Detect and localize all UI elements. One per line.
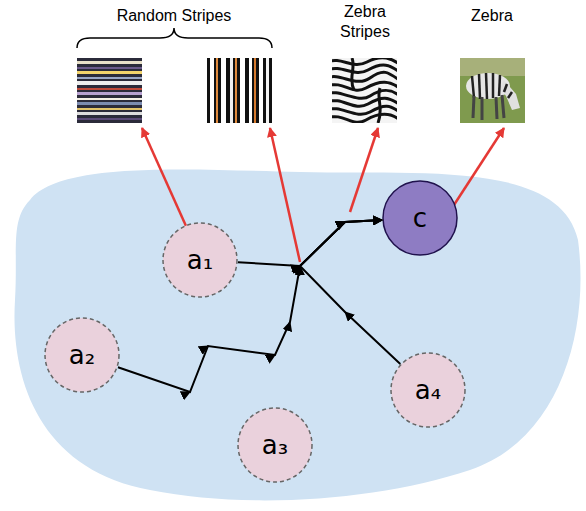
random-stripes-image-part (77, 71, 142, 74)
circle-shape (163, 223, 237, 297)
node-text-box: a₃ (237, 407, 313, 483)
random-stripes-image-part (77, 118, 142, 120)
zebra-stripes-image-part-part (378, 88, 380, 123)
activation-circle: a₃ (237, 407, 313, 483)
node-label: a₃ (262, 432, 288, 458)
vertical-stripes-image-part (216, 58, 218, 123)
red-arrow (452, 128, 504, 208)
zebra-stripes-image-part-part (332, 114, 397, 122)
zebra-photo (460, 58, 525, 123)
node-text-box: a₂ (44, 317, 120, 393)
activation-circle: a₂ (44, 317, 120, 393)
zebra-photo-part (473, 95, 504, 120)
zebra-photo-part-part (499, 75, 500, 96)
zebra-photo-part-part (508, 92, 512, 98)
flow-arrow (238, 220, 382, 266)
random-stripes-image-part (77, 77, 142, 79)
node-text-box: a₁ (162, 222, 238, 298)
random-stripes-image-part (77, 61, 142, 64)
concept-space-blob (14, 169, 580, 500)
curly-brace (77, 28, 272, 48)
node-label: a₂ (69, 342, 95, 368)
flow-arrow (118, 220, 382, 392)
circle-shape (238, 408, 312, 482)
zebra-photo-part-part (479, 74, 480, 99)
random-stripes-image (77, 58, 142, 123)
circle-shape (391, 353, 465, 427)
node-label: a₄ (415, 377, 441, 403)
zebra-photo-part-part (504, 84, 507, 92)
zebra-photo-part-part (472, 76, 474, 98)
vertical-stripes-image-part (249, 58, 252, 123)
image-caption: Random Stripes (104, 6, 244, 26)
node-label: c (413, 205, 427, 231)
zebra-photo-part-part (492, 73, 495, 98)
node-label: a₁ (187, 247, 213, 273)
zebra-photo-part (472, 73, 512, 99)
red-arrow (350, 128, 378, 212)
zebra-stripes-image-part-part (332, 72, 397, 82)
random-stripes-image-part (77, 102, 142, 105)
node-text-box: c (382, 180, 458, 256)
zebra-photo-part-part (473, 96, 474, 118)
image-caption: Zebra Stripes (335, 2, 395, 42)
image-caption: Zebra (452, 6, 532, 26)
zebra-stripes-image-part (332, 58, 397, 123)
random-stripes-image-part (77, 67, 142, 69)
zebra-stripes-image (332, 58, 397, 123)
activation-circle: a₄ (390, 352, 466, 428)
vertical-stripes-image-part (254, 58, 256, 123)
vertical-stripes-image-part (235, 58, 237, 123)
concept-circle: c (382, 180, 458, 256)
node-text-box: a₄ (390, 352, 466, 428)
random-stripes-image-part (77, 81, 142, 85)
zebra-photo-part (460, 58, 525, 123)
red-arrow (270, 128, 300, 262)
vertical-stripes-image-part (240, 58, 245, 123)
random-stripes-image-part (77, 58, 142, 123)
vertical-stripes-image-part (210, 58, 214, 123)
random-stripes-image-part (77, 108, 142, 110)
zebra-photo-part-part (481, 97, 484, 120)
random-stripes-image-part (77, 92, 142, 95)
circle-shape (383, 181, 457, 255)
vertical-stripes-image-part (207, 58, 272, 123)
vertical-stripes-image-part (266, 58, 269, 123)
vertical-stripes-image (207, 58, 272, 123)
zebra-stripes-image-part-part (352, 58, 354, 90)
zebra-photo-part-part (486, 73, 487, 99)
vertical-stripes-image-part (221, 58, 226, 123)
random-stripes-image-part (77, 98, 142, 100)
vertical-stripes-image-part (230, 58, 233, 123)
flow-arrow (300, 220, 400, 364)
activation-circle: a₁ (162, 222, 238, 298)
random-stripes-image-part (77, 88, 142, 90)
random-stripes-image-part (77, 112, 142, 115)
red-arrow (142, 128, 186, 226)
zebra-photo-part-part (502, 95, 504, 118)
zebra-photo-part-part (496, 97, 497, 119)
circle-shape (45, 318, 119, 392)
vertical-stripes-image-part (259, 58, 263, 123)
